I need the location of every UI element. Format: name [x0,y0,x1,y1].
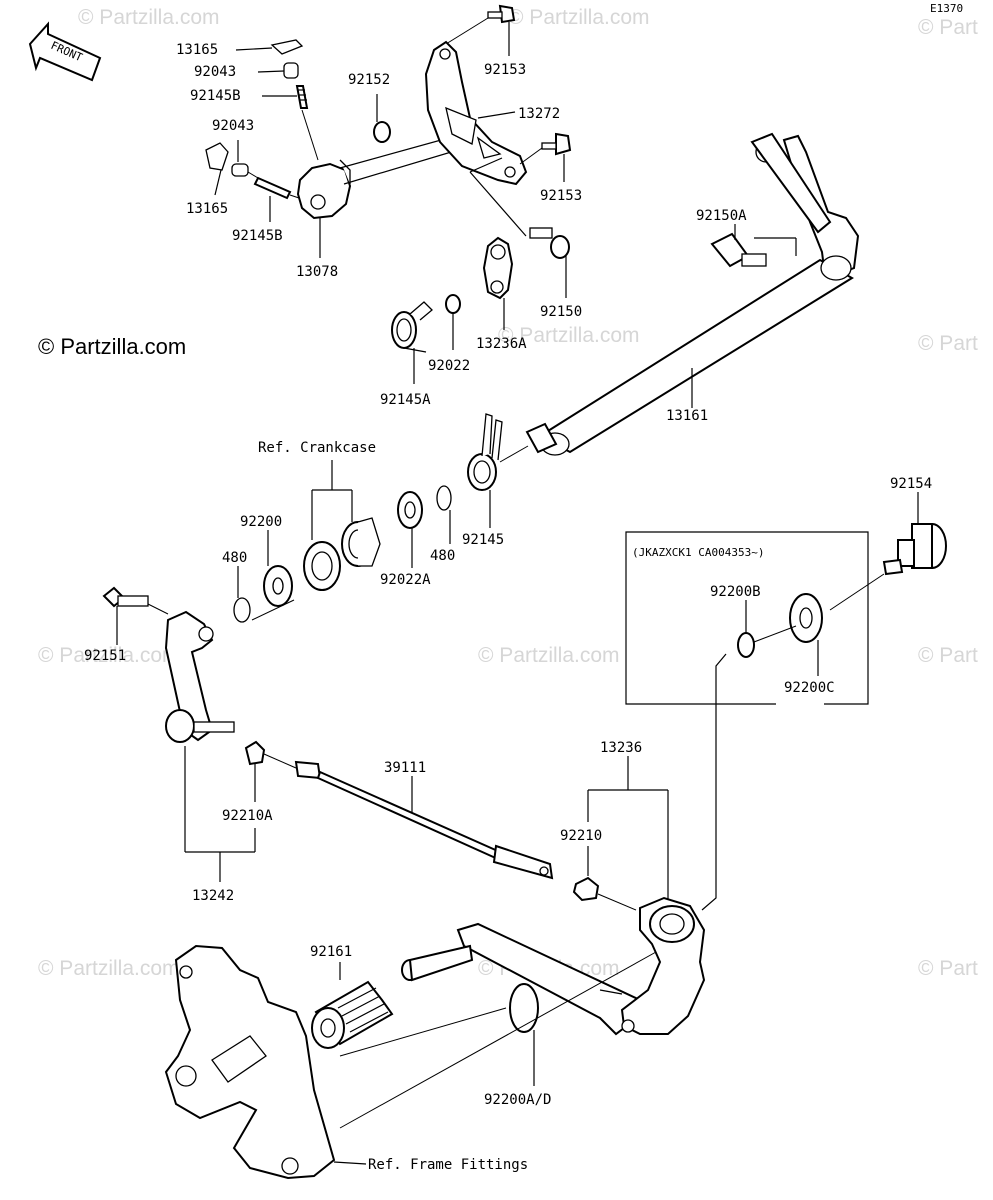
roller-92043-top [283,62,299,79]
label-13242: 13242 [192,888,234,904]
part-labels: 13165 92043 92145B 92043 13165 92145B 13… [84,42,932,1108]
needle-bearing [341,517,381,567]
shift-shaft-13161 [525,132,860,456]
washer-92200 [263,565,293,607]
circlip-480-right [436,485,452,511]
label-92161: 92161 [310,944,352,960]
bolt-92150 [529,227,570,259]
footpeg-rubber-92161 [311,980,394,1049]
label-92154: 92154 [890,476,932,492]
return-spring-92145 [467,413,503,491]
spring-92145A [391,301,433,353]
watermark-5: © Part [918,332,978,355]
label-92022A: 92022A [380,572,431,588]
label-92145B-mid: 92145B [232,228,283,244]
watermark-11: © Part [918,957,978,980]
front-arrow-icon: FRONT [28,21,102,82]
label-92200B: 92200B [710,584,761,600]
watermark-6: © Partzilla.com [38,644,180,667]
label-92152: 92152 [348,72,390,88]
label-13078: 13078 [296,264,338,280]
label-92150A: 92150A [696,208,747,224]
watermark-9: © Partzilla.com [38,957,180,980]
pawl-13165-mid [205,142,229,171]
figure-code: E1370 [930,2,963,15]
washer-92200AD [509,983,539,1033]
label-13165-top: 13165 [176,42,218,58]
watermark-1: © Partzilla.com [78,6,220,29]
label-13272: 13272 [518,106,560,122]
label-92043-mid: 92043 [212,118,254,134]
washer-92022 [445,294,461,314]
washer-92152 [373,121,391,143]
watermark-8: © Part [918,644,978,667]
label-92022: 92022 [428,358,470,374]
washer-92200B [737,632,755,658]
label-13161: 13161 [666,408,708,424]
label-92210: 92210 [560,828,602,844]
spring-92145B-mid [253,176,292,200]
pivot-bolt-92154 [882,523,947,576]
label-92150: 92150 [540,304,582,320]
label-92145: 92145 [462,532,504,548]
label-92151: 92151 [84,648,126,664]
ref-crankcase-label: Ref. Crankcase [258,440,376,456]
serial-range-label: (JKAZXCK1 CA004353~) [632,546,764,559]
label-92153-mid: 92153 [540,188,582,204]
pin-92150A [710,232,767,268]
label-480-right: 480 [430,548,455,564]
washer-92022A [397,491,423,529]
label-92043-top: 92043 [194,64,236,80]
washer-92200C [789,593,823,643]
serial-range-box [625,531,869,705]
label-92145A: 92145A [380,392,431,408]
label-92200C: 92200C [784,680,835,696]
stopper-plate-13272 [424,40,528,186]
watermark-4: © Partzilla.com [498,324,640,347]
footrest-bracket [164,944,336,1180]
label-13236: 13236 [600,740,642,756]
copyright-notice: © Partzilla.com [38,334,186,359]
label-92200: 92200 [240,514,282,530]
label-92145B-top: 92145B [190,88,241,104]
label-92153-top: 92153 [484,62,526,78]
label-92210A: 92210A [222,808,273,824]
watermark-7: © Partzilla.com [478,644,620,667]
label-39111: 39111 [384,760,426,776]
shift-arm-13242 [164,610,235,743]
bolt-92153-top [487,4,516,24]
label-13165-mid: 13165 [186,201,228,217]
roller-92043-mid [231,163,249,177]
label-13236A: 13236A [476,336,527,352]
nut-92210A [244,740,266,766]
pedal-pin [401,944,474,982]
shift-drum-cam-13078 [296,159,352,258]
lever-arm-13236A [482,236,514,300]
pawl-13165-top [270,39,304,55]
tie-rod-39111 [294,760,554,880]
bolt-92151 [102,586,149,608]
nut-92210 [572,876,600,902]
spring-92145B-top [295,85,309,109]
watermark-3: © Part [918,16,978,39]
label-480-left: 480 [222,550,247,566]
ref-frame-fittings-label: Ref. Frame Fittings [368,1157,528,1173]
label-92200AD: 92200A/D [484,1092,551,1108]
bolt-92153-mid [541,132,572,156]
watermark-2: © Partzilla.com [508,6,650,29]
circlip-480-left [233,597,251,623]
oil-seal [303,541,341,591]
shift-pedal-lever-13236 [456,896,706,1036]
